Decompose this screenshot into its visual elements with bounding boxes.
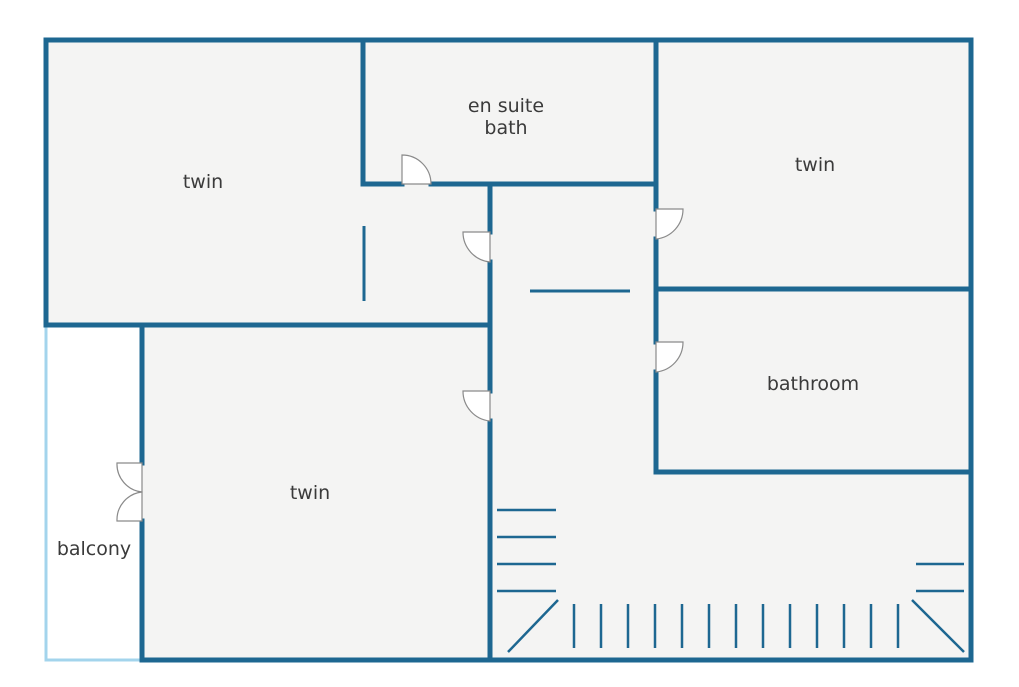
door-ensuite bbox=[401, 154, 432, 185]
label-twin-bottom-left: twin bbox=[290, 482, 330, 504]
balcony-edge bbox=[44, 325, 142, 662]
door-twin-bl bbox=[462, 390, 491, 422]
room-labels: twin en suite bath twin bathroom twin ba… bbox=[57, 95, 859, 560]
floor-areas bbox=[46, 40, 971, 660]
door-twin-tr bbox=[655, 208, 684, 240]
outer-wall-top-left bbox=[43, 37, 974, 663]
stair-diagonal-right bbox=[911, 599, 965, 653]
label-twin-top-left: twin bbox=[183, 171, 223, 193]
door-bathroom bbox=[655, 341, 684, 373]
balcony-outline bbox=[44, 325, 142, 662]
doors bbox=[116, 154, 684, 522]
floor-lower bbox=[142, 325, 971, 660]
walls bbox=[43, 37, 974, 663]
label-twin-top-right: twin bbox=[795, 154, 835, 176]
stair-diagonal-left bbox=[507, 599, 559, 653]
label-en-suite-line2: bath bbox=[484, 117, 527, 139]
staircase bbox=[497, 508, 965, 653]
label-en-suite-line1: en suite bbox=[468, 95, 544, 117]
door-balcony-top bbox=[116, 462, 143, 493]
label-bathroom: bathroom bbox=[767, 373, 859, 395]
label-balcony: balcony bbox=[57, 538, 131, 560]
door-twin-tl bbox=[462, 231, 491, 263]
door-balcony-bottom bbox=[116, 491, 143, 522]
